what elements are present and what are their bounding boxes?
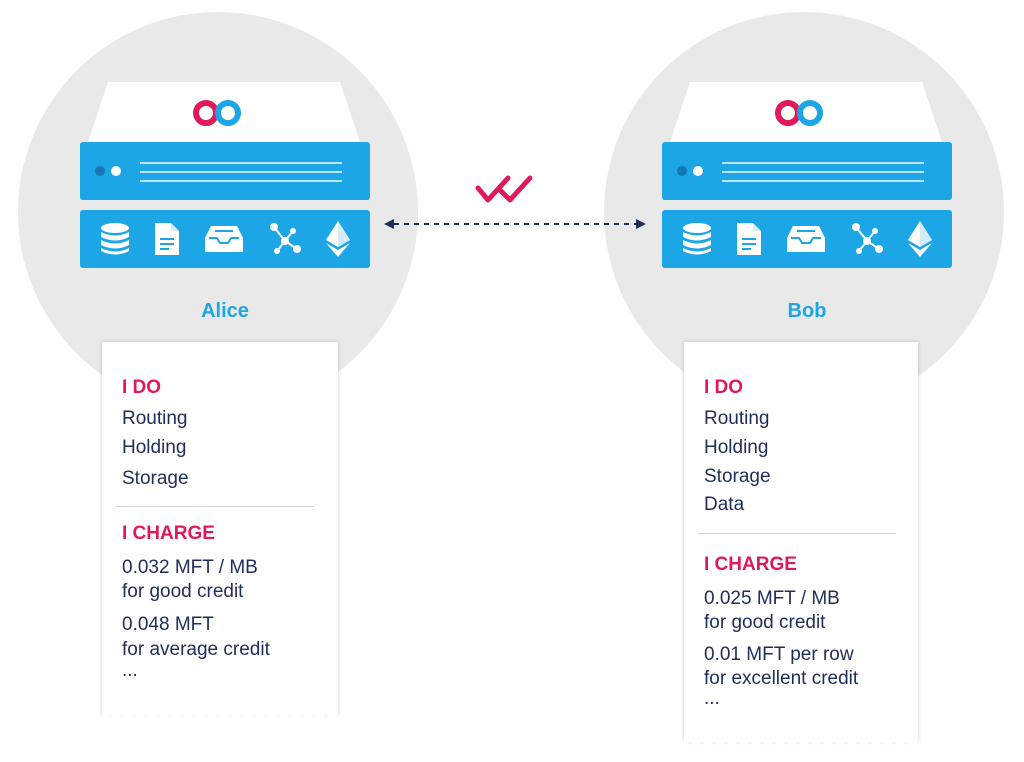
divider — [698, 533, 896, 534]
service-icons — [662, 210, 952, 268]
inbox-tray-icon — [203, 224, 245, 254]
database-icon — [681, 222, 713, 256]
logo-rings-icon — [193, 100, 241, 126]
inbox-tray-icon — [785, 224, 827, 254]
document-icon — [735, 221, 763, 257]
document-icon — [153, 221, 181, 257]
server-status-bar — [80, 142, 370, 200]
connection-link — [384, 175, 646, 229]
network-graph-icon — [849, 221, 885, 257]
charge-rate: 0.032 MFT / MB — [122, 557, 258, 578]
charge-rate: 0.025 MFT / MB — [704, 588, 840, 609]
charge-rate: 0.01 MFT per row — [704, 644, 854, 665]
network-graph-icon — [267, 221, 303, 257]
node-name: Alice — [201, 300, 249, 322]
charge-rate: 0.048 MFT — [122, 614, 214, 635]
ethereum-icon — [907, 220, 933, 258]
does-item: Holding — [704, 437, 769, 458]
more-ellipsis: ... — [704, 688, 720, 709]
double-check-icon — [475, 175, 533, 203]
service-icons — [80, 210, 370, 268]
server-status-bar — [662, 142, 952, 200]
does-header: I DO — [704, 377, 744, 398]
charge-condition: for good credit — [122, 581, 244, 602]
does-item: Storage — [122, 468, 189, 489]
bob-receipt: I DO Routing Holding Storage Data I CHAR… — [684, 342, 918, 748]
does-item: Holding — [122, 437, 187, 458]
charge-condition: for good credit — [704, 612, 826, 633]
receipt-torn-edge — [102, 712, 338, 720]
divider — [116, 506, 314, 507]
charge-header: I CHARGE — [122, 523, 215, 544]
node-name: Bob — [787, 300, 827, 322]
does-item: Storage — [704, 466, 771, 487]
does-item: Data — [704, 494, 745, 515]
ethereum-icon — [325, 220, 351, 258]
does-item: Routing — [704, 408, 770, 429]
charge-condition: for average credit — [122, 639, 270, 660]
database-icon — [99, 222, 131, 256]
receipt-torn-edge — [684, 740, 918, 748]
charge-header: I CHARGE — [704, 554, 797, 575]
server-lid — [670, 82, 942, 142]
alice-receipt: I DO Routing Holding Storage I CHARGE 0.… — [102, 342, 338, 720]
server-lid — [88, 82, 360, 142]
does-header: I DO — [122, 377, 162, 398]
does-item: Routing — [122, 408, 188, 429]
logo-rings-icon — [775, 100, 823, 126]
charge-condition: for excellent credit — [704, 668, 859, 689]
more-ellipsis: ... — [122, 660, 138, 681]
